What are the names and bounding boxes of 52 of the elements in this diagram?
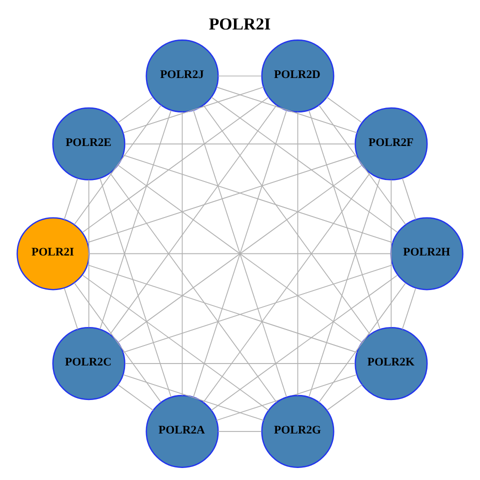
connector [118, 384, 154, 411]
node-circle: POLR2I [16, 217, 90, 290]
connector [326, 96, 362, 123]
connector [88, 253, 392, 254]
connector [122, 374, 264, 421]
connector [390, 179, 392, 328]
connector [82, 96, 269, 233]
connector [117, 96, 154, 124]
connector [118, 164, 362, 343]
connector [122, 154, 394, 243]
connector [110, 172, 277, 403]
connector [182, 112, 183, 396]
connector [124, 363, 356, 364]
connector [88, 179, 90, 328]
node-circle: POLR2D [261, 39, 334, 113]
connector [218, 431, 262, 432]
node-circle: POLR2A [146, 394, 219, 468]
connector [308, 178, 380, 398]
connector [203, 104, 370, 335]
connector [110, 104, 277, 335]
connector [64, 178, 78, 220]
connector [122, 86, 264, 134]
connector [297, 112, 298, 396]
connector [402, 288, 416, 330]
connector [100, 178, 172, 398]
connector [216, 86, 358, 134]
node-circle: POLR2G [261, 394, 334, 468]
connector [82, 274, 269, 411]
connector [211, 96, 398, 233]
connector [326, 384, 363, 411]
connector [86, 154, 358, 243]
connector [318, 104, 406, 225]
connector [87, 264, 358, 353]
connector [318, 282, 406, 403]
connector [402, 178, 416, 220]
node-circle: POLR2E [52, 107, 126, 180]
connector [211, 274, 398, 411]
connector [124, 143, 356, 144]
connector [308, 110, 380, 330]
node-circle: POLR2H [390, 217, 464, 290]
node-circle: POLR2F [354, 107, 428, 180]
connector [100, 110, 172, 330]
connector [74, 104, 162, 225]
node-circle: POLR2J [146, 39, 219, 113]
diagram-title: POLR2I [208, 14, 271, 34]
connector [74, 282, 162, 403]
connector [203, 172, 370, 403]
node-circle: POLR2C [52, 327, 126, 400]
node-circle: POLR2K [354, 327, 428, 400]
connector [64, 288, 78, 330]
connector [216, 374, 358, 421]
connector [122, 264, 394, 353]
